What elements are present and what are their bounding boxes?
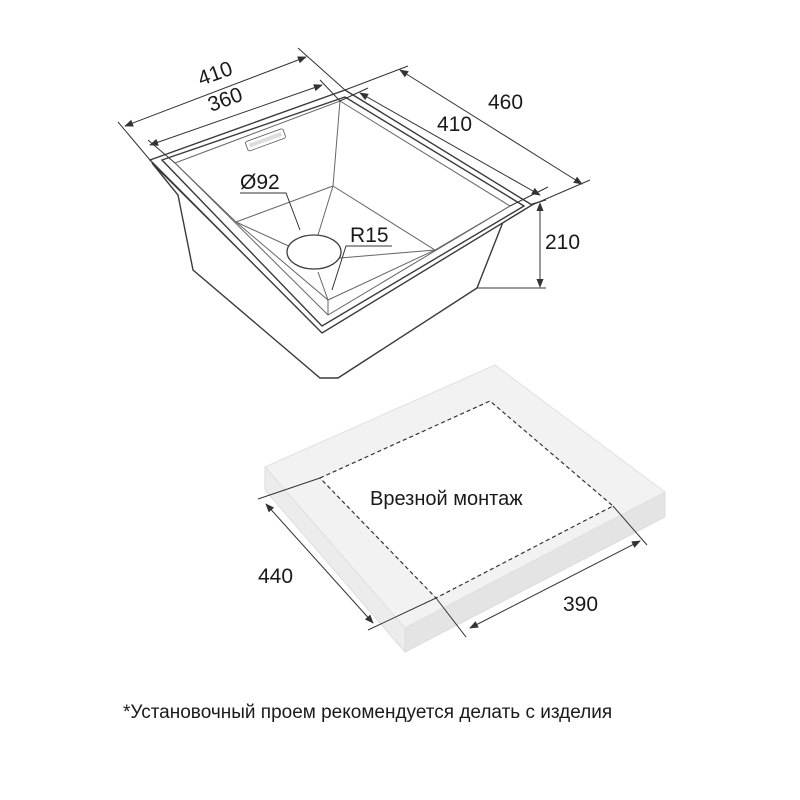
dim-inner-depth-ext-left [339,87,369,102]
dim-cutout-width-line [469,540,641,629]
cutout-opening [320,401,613,598]
installation-footnote: *Установочный проем рекомендуется делать… [123,702,612,723]
dim-cutout-width-ext-left [435,597,467,638]
dim-cutout-width-label: 390 [563,593,598,616]
dim-cutout-depth-label: 440 [258,565,293,588]
cutout-dashed-outline [318,400,615,599]
dim-height-label: 210 [545,231,580,254]
dim-outer-width-ext-left [117,121,151,161]
dim-height-ext-top [531,199,547,205]
drain-leader-line [240,192,301,231]
dim-inner-width-ext-right [319,79,341,102]
cutout-label: Врезной монтаж [370,488,523,510]
dim-cutout-width-ext-right [612,505,648,546]
sink-drawing: 410 360 460 410 210 Ø92 R15 [117,47,591,379]
dim-inner-width-label: 360 [205,83,246,117]
dim-inner-depth-label: 410 [437,113,472,136]
dim-cutout-depth-ext-bottom [367,597,437,631]
dim-inner-width-line [149,84,323,146]
dim-drain-label: Ø92 [240,171,280,194]
sink-drain [286,234,342,270]
dim-outer-depth-ext-left [344,65,409,91]
sink-bowl-back-wall-left [174,100,341,223]
dim-inner-depth-line [359,92,541,196]
dim-cutout-depth-line [265,503,374,624]
countertop-drawing: Врезной монтаж 440 390 [257,364,666,654]
dim-inner-depth-ext-right [509,186,549,207]
dim-outer-width-ext-right [297,47,346,91]
sink-floor-slope-lines [235,185,436,301]
dim-outer-depth-label: 460 [488,91,523,114]
dim-radius-label: R15 [350,224,389,247]
radius-leader-line [331,245,392,291]
dim-cutout-depth-ext-top [257,477,321,500]
